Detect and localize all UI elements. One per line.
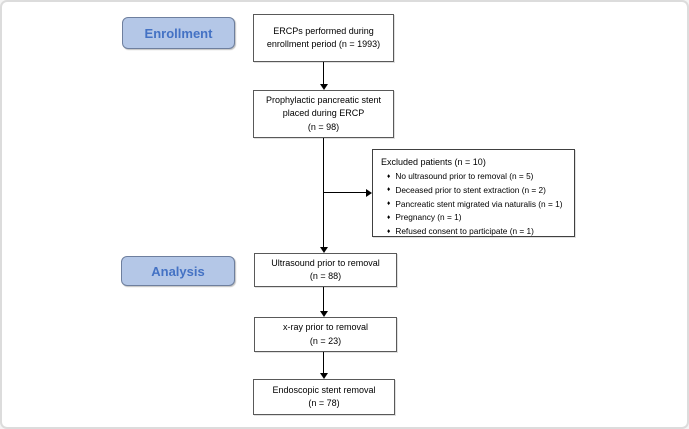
node-ercps-performed: ERCPs performed during enrollment period… [253, 14, 394, 62]
arrow-stent-to-ultrasound-line [323, 138, 324, 248]
excluded-item: ♦ Pancreatic stent migrated via naturali… [381, 198, 563, 212]
excluded-item-text: Deceased prior to stent extraction (n = … [395, 184, 546, 195]
node-ercps-performed-line1: ERCPs performed during [273, 25, 374, 36]
node-xray-prior-line2: (n = 23) [309, 335, 342, 346]
arrowhead-down-icon [320, 311, 328, 317]
excluded-item-text: Pancreatic stent migrated via naturalis … [395, 198, 563, 209]
node-prophylactic-stent-line1: Prophylactic pancreatic stent [265, 94, 382, 105]
node-xray-prior-line1: x-ray prior to removal [282, 322, 369, 332]
node-endoscopic-removal: Endoscopic stent removal (n = 78) [253, 379, 395, 415]
excluded-item: ♦ No ultrasound prior to removal (n = 5) [381, 170, 533, 184]
excluded-item-text: No ultrasound prior to removal (n = 5) [395, 171, 534, 181]
stage-label-analysis-text: Analysis [151, 263, 205, 279]
arrow-xray-to-removal-line [323, 352, 324, 374]
excluded-item: ♦ Deceased prior to stent extraction (n … [381, 184, 546, 198]
arrow-branch-excluded-line [324, 192, 366, 193]
bullet-icon: ♦ [387, 186, 391, 194]
excluded-item-text: Pregnancy (n = 1) [395, 212, 462, 223]
node-prophylactic-stent-line3: (n = 98) [307, 121, 340, 132]
bullet-icon: ♦ [387, 172, 391, 180]
arrowhead-down-icon [320, 373, 328, 379]
node-ultrasound-prior-line2: (n = 88) [309, 271, 342, 281]
node-xray-prior: x-ray prior to removal (n = 23) [254, 317, 397, 352]
node-ercps-performed-line2: enrollment period (n = 1993) [266, 39, 381, 49]
arrowhead-right-icon [366, 189, 372, 197]
bullet-icon: ♦ [387, 213, 391, 221]
node-endoscopic-removal-line1: Endoscopic stent removal [272, 384, 376, 395]
node-ultrasound-prior: Ultrasound prior to removal (n = 88) [254, 253, 397, 287]
node-prophylactic-stent-line2: placed during ERCP [282, 108, 365, 119]
arrow-ultrasound-to-xray-line [323, 287, 324, 312]
bullet-icon: ♦ [387, 200, 391, 208]
excluded-item: ♦ Pregnancy (n = 1) [381, 211, 462, 225]
bullet-icon: ♦ [387, 227, 391, 235]
excluded-patients-title: Excluded patients (n = 10) [381, 157, 486, 167]
arrowhead-down-icon [320, 247, 328, 253]
stage-label-enrollment: Enrollment [122, 17, 235, 49]
node-prophylactic-stent: Prophylactic pancreatic stent placed dur… [253, 90, 394, 138]
excluded-item-text: Refused consent to participate (n = 1) [395, 226, 534, 237]
excluded-item: ♦ Refused consent to participate (n = 1) [381, 225, 534, 239]
node-ultrasound-prior-line1: Ultrasound prior to removal [271, 257, 380, 268]
node-excluded-patients: Excluded patients (n = 10) ♦ No ultrasou… [372, 149, 575, 237]
arrow-ercp-to-stent-line [323, 62, 324, 85]
node-endoscopic-removal-line2: (n = 78) [308, 398, 340, 408]
stage-label-analysis: Analysis [121, 256, 235, 286]
stage-label-enrollment-text: Enrollment [144, 25, 213, 41]
arrowhead-down-icon [320, 84, 328, 90]
